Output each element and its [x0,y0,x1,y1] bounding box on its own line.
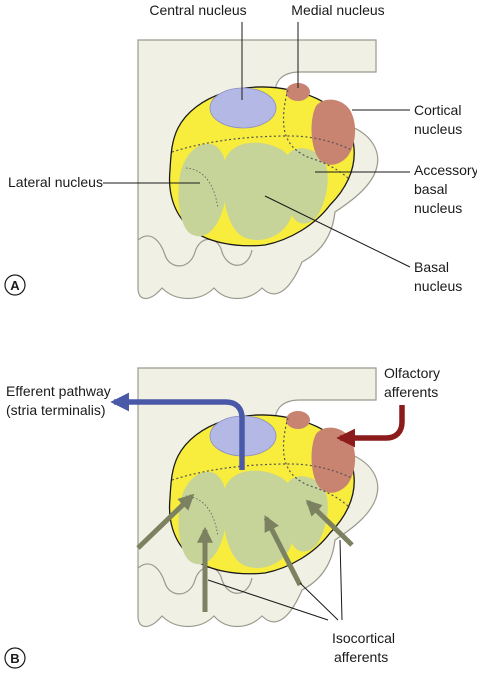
label-cortical-nucleus-1: Cortical [414,102,461,118]
leader-basal [264,195,411,268]
isocortical-arrow-4 [305,499,354,547]
isocortical-arrow-1 [136,493,195,550]
olfactory-arrow [336,405,405,448]
label-olfactory-1: Olfactory [384,365,440,381]
panel-b [137,367,379,628]
panel-a-letter: A [10,278,20,293]
label-accessory-basal-3: nucleus [414,200,462,216]
label-olfactory-2: afferents [384,384,438,400]
isocortical-arrow-3 [263,515,303,587]
efferent-arrow [110,392,245,470]
label-central-nucleus: Central nucleus [149,2,246,18]
label-efferent-2: (stria terminalis) [6,402,106,418]
panel-a-badge: A [4,274,26,296]
label-accessory-basal-1: Accessory [414,162,477,178]
panel-a [137,39,379,300]
label-efferent-1: Efferent pathway [6,383,111,399]
label-isocortical-2: afferents [334,649,388,665]
label-basal-1: Basal [414,259,449,275]
isocortical-arrows [136,493,354,612]
label-isocortical-1: Isocortical [332,630,395,646]
label-basal-2: nucleus [414,278,462,294]
panel-b-badge: B [4,647,26,669]
panel-b-letter: B [10,651,19,666]
label-medial-nucleus: Medial nucleus [291,2,384,18]
isocortical-leaders [207,539,343,621]
label-cortical-nucleus-2: nucleus [414,121,462,137]
label-lateral-nucleus: Lateral nucleus [8,174,103,190]
label-accessory-basal-2: basal [414,181,447,197]
